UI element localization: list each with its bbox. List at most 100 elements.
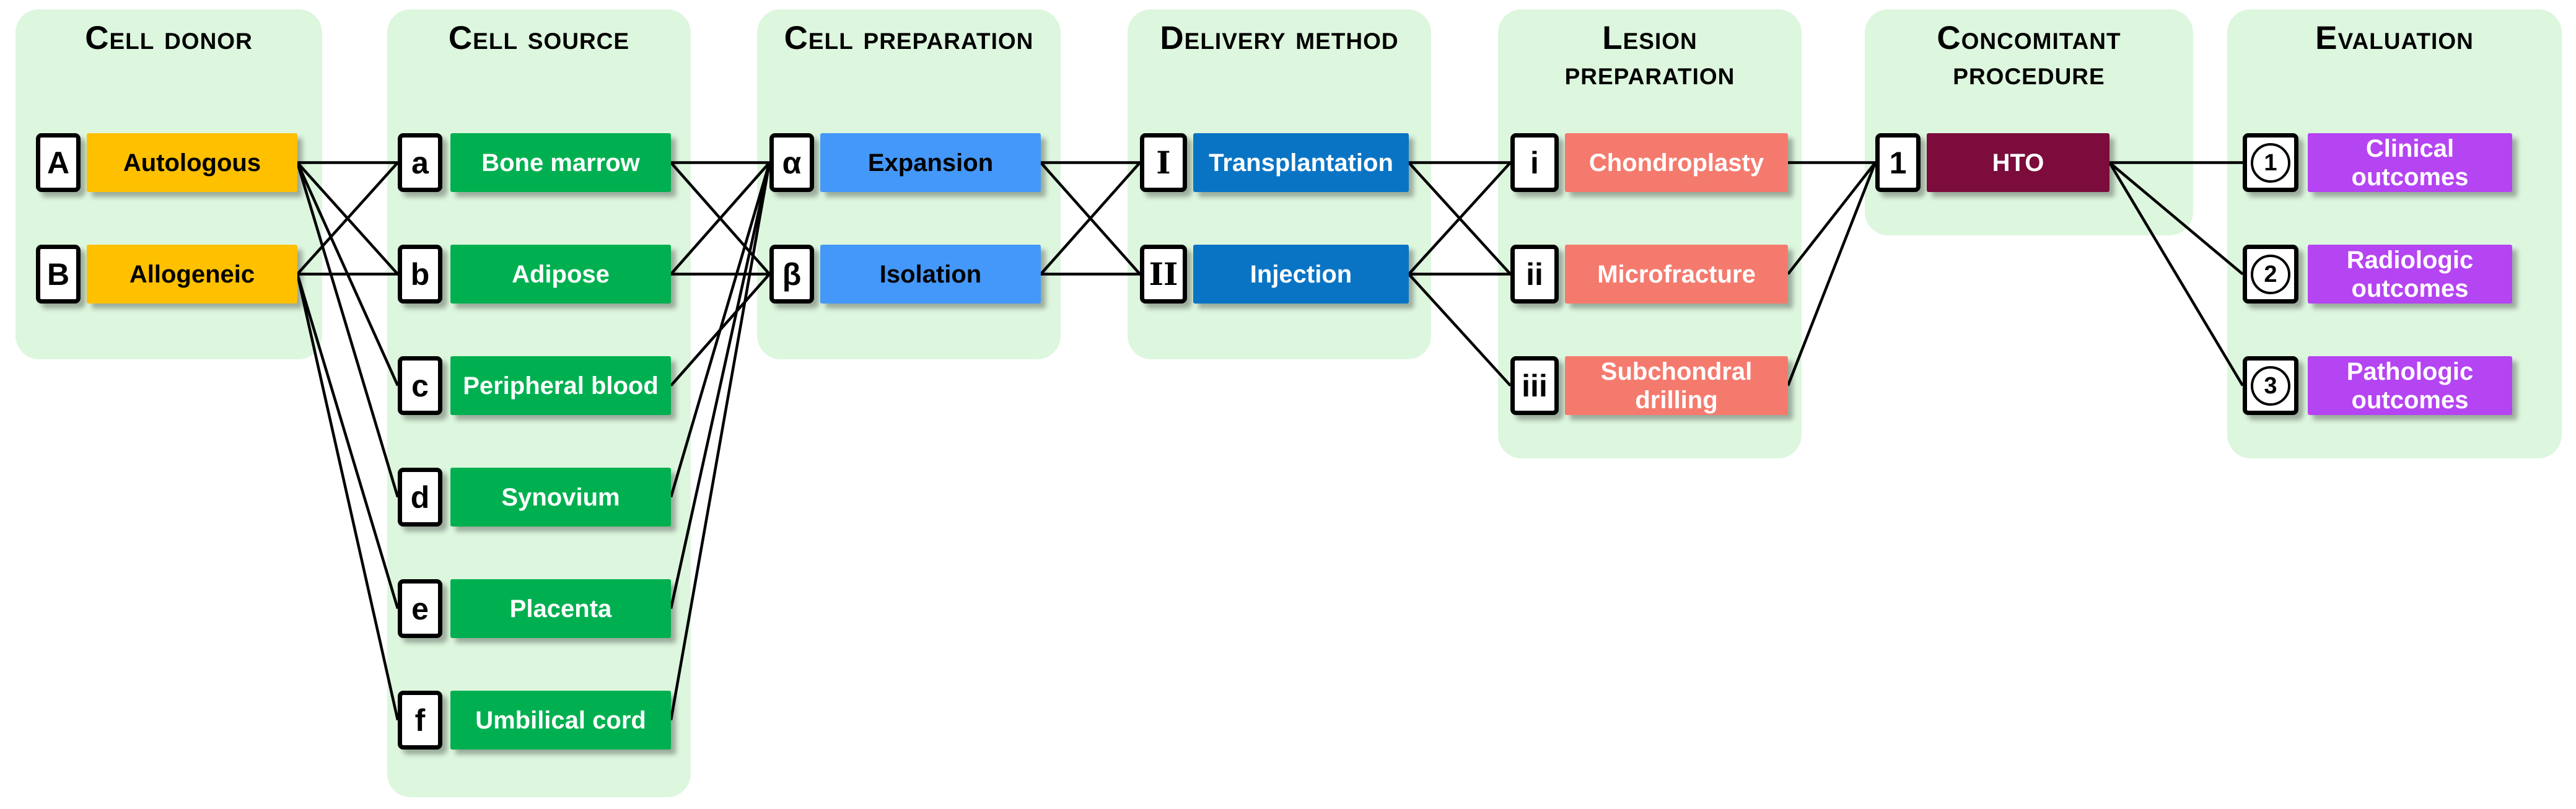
key-label-e: e bbox=[411, 591, 429, 626]
panel-header-cell-donor: Cell donor bbox=[85, 20, 253, 56]
key-box-A: A bbox=[36, 133, 81, 192]
node-cell-donor-A: Autologous bbox=[87, 133, 297, 192]
node-cell-preparation-beta: Isolation bbox=[820, 245, 1041, 304]
edge-B-a bbox=[296, 161, 399, 276]
edge-1-c2 bbox=[2108, 161, 2244, 276]
key-label-1: 1 bbox=[1889, 145, 1907, 180]
node-concomitant-procedure-1: HTO bbox=[1927, 133, 2109, 192]
node-delivery-method-II: Injection bbox=[1193, 245, 1409, 304]
key-label-f: f bbox=[414, 702, 426, 738]
node-label-ii: Microfracture bbox=[1597, 260, 1756, 288]
node-delivery-method-I: Transplantation bbox=[1193, 133, 1409, 192]
key-box-c2: 2 bbox=[2243, 245, 2298, 304]
key-box-II: II bbox=[1140, 245, 1187, 304]
node-lesion-preparation-ii: Microfracture bbox=[1565, 245, 1788, 304]
edge-II-i bbox=[1408, 161, 1512, 276]
node-label-c: Peripheral blood bbox=[463, 372, 659, 400]
node-cell-source-f: Umbilical cord bbox=[450, 691, 671, 750]
key-box-f: f bbox=[398, 691, 442, 750]
panel-header-cell-source: Cell source bbox=[448, 20, 630, 56]
edge-iii-1 bbox=[1786, 162, 1877, 387]
node-label-i: Chondroplasty bbox=[1588, 149, 1764, 177]
key-box-c1: 1 bbox=[2243, 133, 2298, 192]
key-label-c3: 3 bbox=[2251, 365, 2290, 406]
edge-e-alpha bbox=[669, 162, 771, 609]
key-box-c3: 3 bbox=[2243, 356, 2298, 415]
key-label-iii: iii bbox=[1522, 368, 1548, 403]
panel-header-delivery-method: Delivery method bbox=[1160, 20, 1399, 56]
key-label-c2: 2 bbox=[2251, 254, 2290, 294]
edge-f-alpha bbox=[669, 162, 771, 720]
node-label-f: Umbilical cord bbox=[475, 706, 646, 734]
key-label-ii: ii bbox=[1526, 256, 1543, 292]
key-box-alpha: α bbox=[769, 133, 814, 192]
node-evaluation-c3: Pathologic outcomes bbox=[2308, 356, 2512, 415]
key-box-I: I bbox=[1140, 133, 1187, 192]
panel-header-concomitant-procedure: Concomitant procedure bbox=[1937, 20, 2121, 92]
key-box-ii: ii bbox=[1510, 245, 1559, 304]
key-box-e: e bbox=[398, 579, 442, 638]
key-box-b: b bbox=[398, 245, 442, 304]
node-label-c2: Radiologic outcomes bbox=[2346, 246, 2474, 302]
node-cell-preparation-alpha: Expansion bbox=[820, 133, 1041, 192]
key-box-beta: β bbox=[769, 245, 814, 304]
key-box-i: i bbox=[1510, 133, 1559, 192]
key-label-i: i bbox=[1530, 145, 1539, 180]
edge-beta-I bbox=[1040, 162, 1141, 275]
key-label-a: a bbox=[411, 145, 429, 180]
key-label-d: d bbox=[410, 479, 430, 515]
node-label-II: Injection bbox=[1250, 260, 1352, 288]
edge-B-f bbox=[296, 274, 400, 720]
node-cell-donor-B: Allogeneic bbox=[87, 245, 297, 304]
edge-ii-1 bbox=[1787, 162, 1877, 275]
node-label-e: Placenta bbox=[509, 595, 612, 623]
key-label-I: I bbox=[1156, 144, 1171, 181]
panel-header-evaluation: Evaluation bbox=[2315, 20, 2474, 56]
key-label-A: A bbox=[46, 145, 70, 180]
node-evaluation-c1: Clinical outcomes bbox=[2308, 133, 2512, 192]
key-box-d: d bbox=[398, 468, 442, 527]
panel-concomitant-procedure: Concomitant procedure bbox=[1865, 9, 2193, 235]
edge-d-alpha bbox=[669, 162, 771, 498]
node-label-a: Bone marrow bbox=[481, 149, 640, 177]
node-lesion-preparation-i: Chondroplasty bbox=[1565, 133, 1788, 192]
key-label-c1: 1 bbox=[2251, 142, 2290, 183]
node-label-beta: Isolation bbox=[879, 260, 982, 288]
node-label-b: Adipose bbox=[512, 260, 610, 288]
node-label-alpha: Expansion bbox=[867, 149, 994, 177]
key-box-c: c bbox=[398, 356, 442, 415]
node-cell-source-d: Synovium bbox=[450, 468, 671, 527]
panel-header-cell-preparation: Cell preparation bbox=[784, 20, 1034, 56]
node-label-c1: Clinical outcomes bbox=[2351, 134, 2469, 191]
key-box-a: a bbox=[398, 133, 442, 192]
node-label-c3: Pathologic outcomes bbox=[2346, 357, 2474, 414]
key-label-alpha: α bbox=[782, 145, 802, 180]
key-label-c: c bbox=[411, 368, 429, 403]
node-label-A: Autologous bbox=[123, 149, 261, 177]
node-label-1: HTO bbox=[1992, 149, 2044, 177]
node-evaluation-c2: Radiologic outcomes bbox=[2308, 245, 2512, 304]
edge-II-iii bbox=[1408, 273, 1512, 387]
node-cell-source-b: Adipose bbox=[450, 245, 671, 304]
node-label-I: Transplantation bbox=[1209, 149, 1393, 177]
edge-B-e bbox=[296, 273, 400, 610]
panel-header-lesion-preparation: Lesion preparation bbox=[1564, 20, 1735, 92]
key-label-b: b bbox=[410, 256, 430, 292]
node-label-B: Allogeneic bbox=[129, 260, 255, 288]
node-lesion-preparation-iii: Subchondral drilling bbox=[1565, 356, 1788, 415]
key-label-beta: β bbox=[782, 256, 802, 292]
node-cell-source-a: Bone marrow bbox=[450, 133, 671, 192]
key-label-II: II bbox=[1149, 256, 1178, 292]
node-cell-source-c: Peripheral blood bbox=[450, 356, 671, 415]
key-box-iii: iii bbox=[1510, 356, 1559, 415]
edge-1-c3 bbox=[2108, 162, 2244, 387]
node-label-iii: Subchondral drilling bbox=[1600, 357, 1753, 414]
key-box-B: B bbox=[36, 245, 81, 304]
edge-A-d bbox=[296, 162, 400, 498]
key-box-1: 1 bbox=[1875, 133, 1921, 192]
key-label-B: B bbox=[46, 256, 70, 292]
node-label-d: Synovium bbox=[501, 483, 620, 511]
node-cell-source-e: Placenta bbox=[450, 579, 671, 638]
